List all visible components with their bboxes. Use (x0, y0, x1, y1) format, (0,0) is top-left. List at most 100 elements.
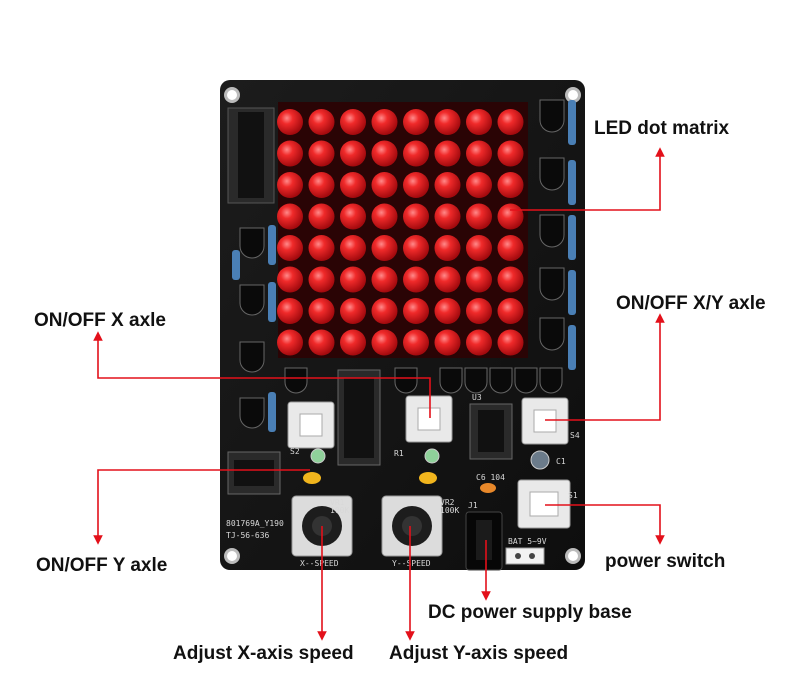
led-dot (340, 235, 366, 261)
led-dot (277, 266, 303, 293)
silk-vr1: VR1 (330, 498, 345, 507)
led-dot (308, 235, 335, 261)
led-dot (340, 203, 366, 230)
silk-j1: J1 (468, 501, 478, 510)
silk-c6: C6 104 (476, 473, 505, 482)
led-dot (466, 235, 492, 261)
led-dot (434, 235, 461, 261)
led-dot (434, 298, 461, 324)
led-dot (308, 203, 335, 230)
led-dot (277, 140, 303, 167)
led-dot (403, 140, 429, 167)
silk-x-speed: X--SPEED (300, 559, 339, 568)
left-components (232, 225, 276, 432)
led-dot (340, 298, 366, 324)
label-adjust-x-axis-speed: Adjust X-axis speed (173, 643, 354, 664)
led-dot (403, 298, 429, 324)
led-dot (497, 329, 524, 356)
led-dot (308, 172, 335, 198)
led-dot (466, 329, 492, 356)
silk-vr2-value: 100K (440, 506, 459, 515)
led-dot (434, 172, 461, 198)
label-onoff-x-axle: ON/OFF X axle (34, 310, 166, 331)
led-dot (434, 266, 461, 293)
led-dot (340, 266, 366, 293)
led-dot (497, 298, 524, 324)
silk-r1: R1 (394, 449, 404, 458)
led-dot (403, 203, 429, 230)
silkscreen-labels: 801769A_Y190 TJ-56-636 VR1 100K VR2 100K… (226, 393, 580, 568)
silk-vr1-value: 100K (330, 506, 349, 515)
led-dot (308, 329, 335, 356)
led-dot (403, 235, 429, 261)
led-dot (466, 203, 492, 230)
led-dot (403, 329, 429, 356)
label-adjust-y-axis-speed: Adjust Y-axis speed (389, 643, 569, 664)
led-dot (497, 203, 524, 230)
label-dc-power-supply-base: DC power supply base (428, 602, 632, 623)
led-dot (497, 235, 524, 261)
led-dot (403, 266, 429, 293)
led-dot (340, 140, 366, 167)
silk-board-id: 801769A_Y190 (226, 519, 284, 528)
silk-s2: S2 (290, 447, 300, 456)
label-onoff-y-axle: ON/OFF Y axle (36, 555, 168, 576)
label-led-dot-matrix: LED dot matrix (594, 118, 730, 139)
led-dot (434, 109, 461, 135)
led-dot (371, 109, 398, 135)
transistor-row (284, 367, 563, 394)
line-onoff-xy (545, 313, 665, 421)
led-dot (497, 172, 524, 198)
silk-board-code: TJ-56-636 (226, 531, 270, 540)
led-dot (277, 172, 303, 198)
right-components (539, 99, 576, 370)
led-dot (371, 203, 398, 230)
led-dot (277, 203, 303, 230)
led-dot (466, 140, 492, 167)
led-dot (371, 266, 398, 293)
led-dot-matrix (277, 102, 528, 358)
led-dot (308, 266, 335, 293)
led-dot (371, 140, 398, 167)
led-dot (340, 172, 366, 198)
silk-u3: U3 (472, 393, 482, 402)
center-ic (337, 369, 381, 466)
u3-ic (469, 403, 513, 460)
led-dot (340, 109, 366, 135)
led-dot (497, 109, 524, 135)
label-onoff-xy-axle: ON/OFF X/Y axle (616, 293, 766, 314)
capacitors (303, 448, 550, 493)
mounting-holes (224, 87, 581, 564)
led-dot (403, 172, 429, 198)
led-dot (371, 298, 398, 324)
left-ic (227, 107, 275, 204)
led-dot (371, 329, 398, 356)
led-dot (308, 140, 335, 167)
line-power-switch (545, 504, 665, 545)
led-dot (466, 172, 492, 198)
led-dot (308, 109, 335, 135)
led-dot (434, 203, 461, 230)
dc-jack (465, 511, 503, 571)
silk-s1: S1 (568, 491, 578, 500)
led-dot (277, 235, 303, 261)
small-ic-bottom-left (227, 451, 281, 495)
silk-s4: S4 (570, 431, 580, 440)
led-dot (277, 298, 303, 324)
led-dot (497, 266, 524, 293)
line-led-matrix (510, 147, 665, 211)
led-dot (434, 140, 461, 167)
silk-bat: BAT 5~9V (508, 537, 547, 546)
label-power-switch: power switch (605, 551, 726, 572)
led-dot (371, 235, 398, 261)
callout-lines (93, 147, 665, 641)
line-onoff-x (93, 331, 431, 418)
push-buttons (287, 395, 571, 529)
led-dot (466, 109, 492, 135)
led-dot (340, 329, 366, 356)
led-dot (466, 266, 492, 293)
led-dot (466, 298, 492, 324)
silk-c1: C1 (556, 457, 566, 466)
led-dot (371, 172, 398, 198)
